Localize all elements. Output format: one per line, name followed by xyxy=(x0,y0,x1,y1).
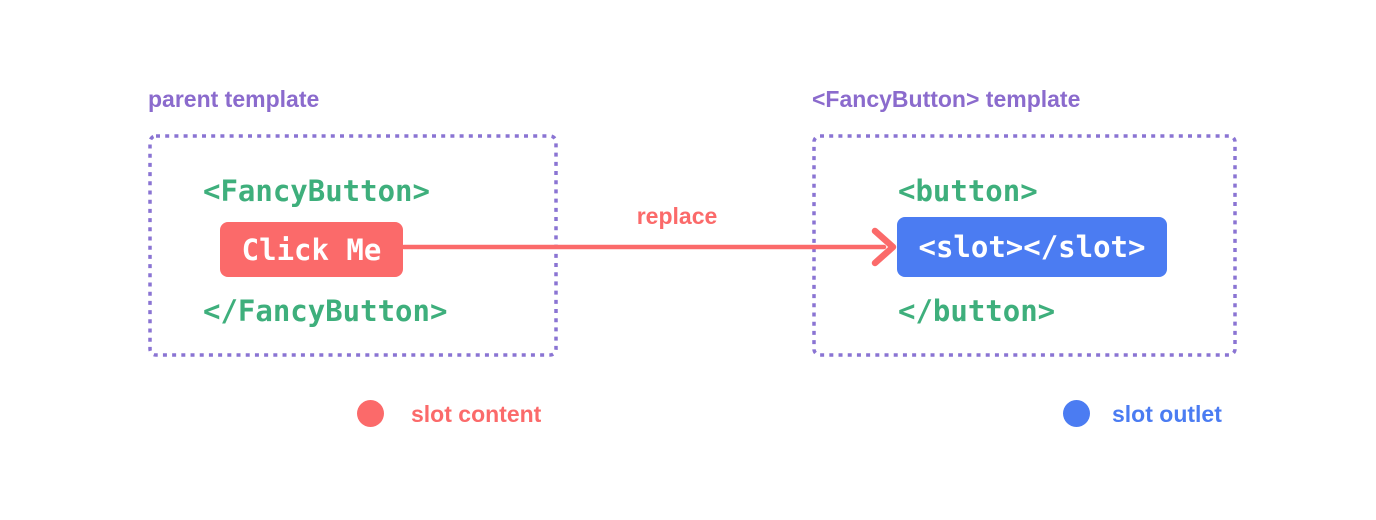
fancybutton-template-label: <FancyButton> template xyxy=(812,86,1081,112)
replace-arrow-label: replace xyxy=(636,203,718,229)
fancybutton-open-tag: <FancyButton> xyxy=(203,174,430,208)
slot-content-legend-label: slot content xyxy=(411,401,542,427)
parent-template-label: parent template xyxy=(148,86,320,112)
fancybutton-template-box-outline xyxy=(812,134,1237,357)
fancybutton-close-tag: </FancyButton> xyxy=(203,294,448,328)
button-close-tag: </button> xyxy=(898,294,1056,328)
slot-content-dot-icon xyxy=(357,400,384,427)
slot-outlet-legend-label: slot outlet xyxy=(1112,401,1222,427)
button-open-tag: <button> xyxy=(898,174,1038,208)
slot-outlet-dot-icon xyxy=(1063,400,1090,427)
replace-arrow-head-icon xyxy=(871,227,897,267)
slot-outlet-box: <slot></slot> xyxy=(897,217,1167,277)
click-me-button: Click Me xyxy=(220,222,403,277)
